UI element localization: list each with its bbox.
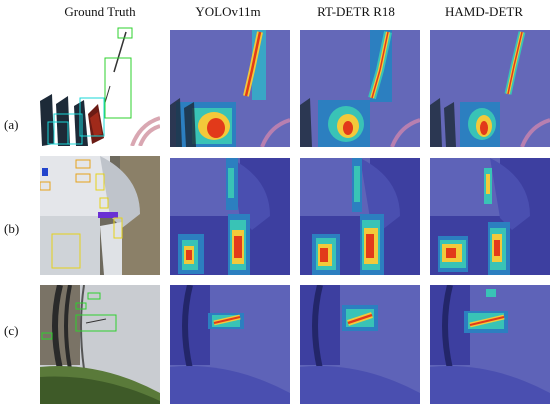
panel-b-hamd-detr [430,158,550,275]
column-title-ground-truth: Ground Truth [64,4,136,19]
panel-a-yolov11m [170,30,290,147]
panel-a-rt-detr-r18 [300,30,420,147]
panel-a-ground-truth [40,26,160,146]
image-c-ground-truth [40,285,160,404]
row-label-c: (c) [4,323,19,338]
heatmap-b-rt-detr-r18 [300,158,420,275]
column-title-yolov11m: YOLOv11m [195,4,261,19]
panel-b-ground-truth [40,156,160,275]
heatmap-a-hamd-detr [430,30,550,147]
panel-b-rt-detr-r18 [300,158,420,275]
heatmap-c-rt-detr-r18 [300,285,420,404]
heatmap-a-yolov11m [170,30,290,147]
panel-c-yolov11m [170,285,290,404]
heatmap-a-rt-detr-r18 [300,30,420,147]
panel-b-yolov11m [170,158,290,275]
heatmap-c-hamd-detr [430,285,550,404]
heatmap-b-hamd-detr [430,158,550,275]
column-title-rt-detr-r18: RT-DETR R18 [317,4,395,19]
image-b-ground-truth [40,156,160,275]
panel-c-ground-truth [40,285,160,404]
heatmap-c-yolov11m [170,285,290,404]
row-label-b: (b) [4,221,20,236]
panel-c-rt-detr-r18 [300,285,420,404]
heatmap-b-yolov11m [170,158,290,275]
panel-a-hamd-detr [430,30,550,147]
row-label-a: (a) [4,117,19,132]
panel-c-hamd-detr [430,285,550,404]
column-title-hamd-detr: HAMD-DETR [445,4,523,19]
image-a-ground-truth [40,26,160,146]
